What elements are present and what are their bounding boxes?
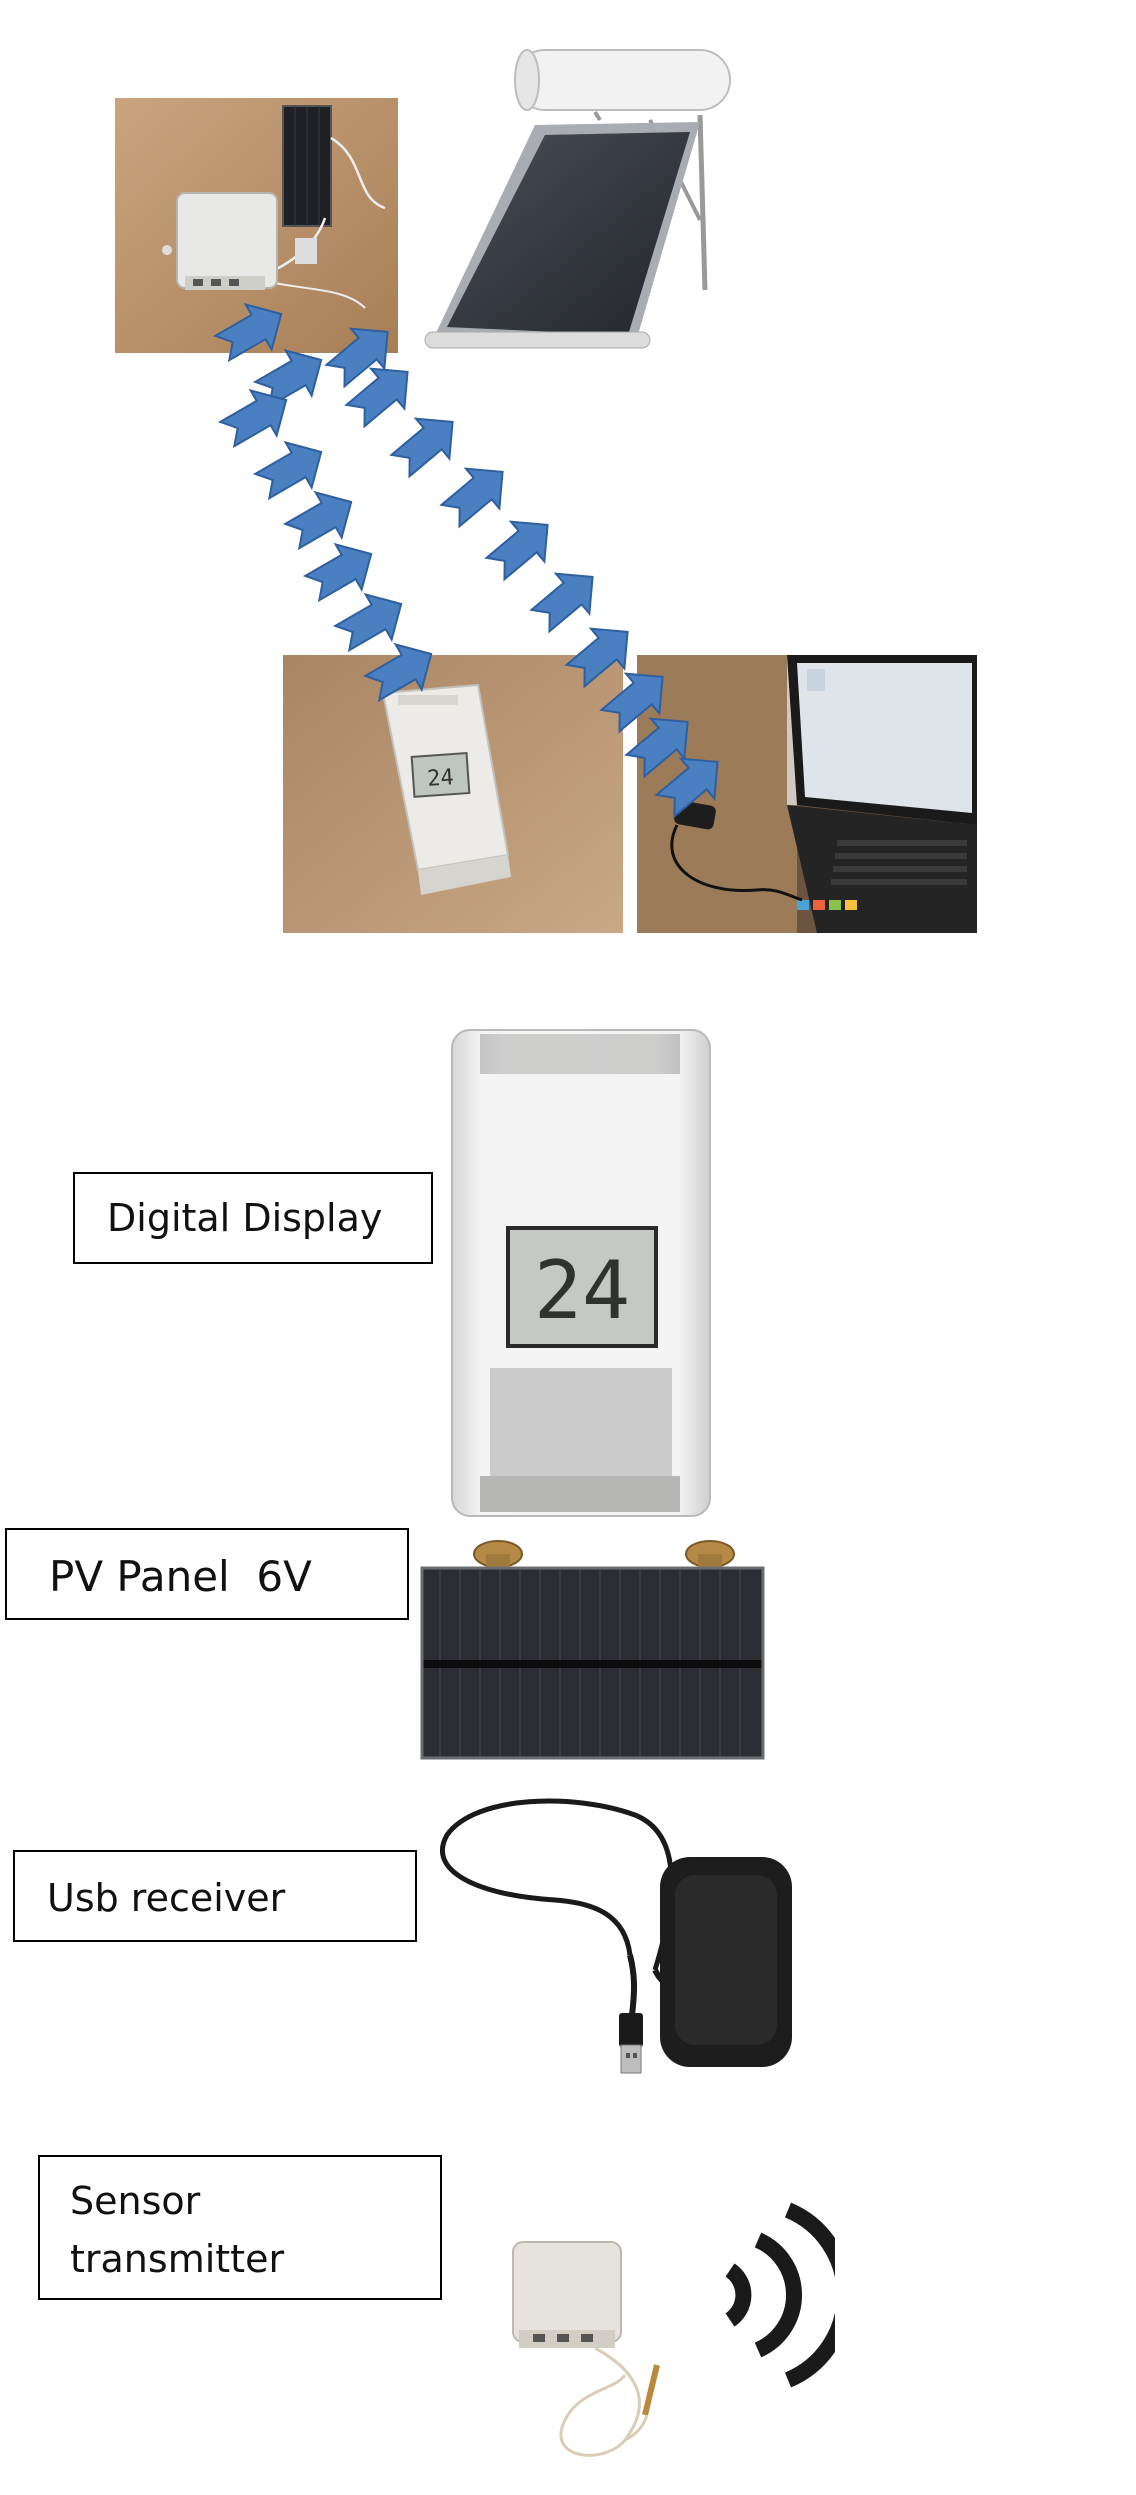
- sensor-text-line1: Sensor: [70, 2179, 201, 2223]
- usb-receiver-image: [435, 1775, 805, 2085]
- pv-panel-text: PV Panel 6V: [49, 1552, 312, 1601]
- display-reading: 24: [534, 1244, 630, 1337]
- display-photo: 24: [283, 655, 623, 933]
- sensor-transmitter-label: Sensor transmitter: [38, 2155, 442, 2300]
- wireless-arrow-icon: [208, 290, 736, 827]
- signal-waves-icon: [725, 2202, 835, 2388]
- wireless-arrows: [208, 290, 736, 827]
- usb-receiver-label: Usb receiver: [13, 1850, 417, 1942]
- sensor-pv-photo: [115, 98, 398, 353]
- pv-panel-image: [420, 1538, 765, 1760]
- laptop-photo: [637, 655, 977, 933]
- solar-water-heater: [395, 40, 740, 360]
- small-display-reading: 24: [426, 765, 454, 792]
- digital-display-label: Digital Display: [73, 1172, 433, 1264]
- digital-display-text: Digital Display: [107, 1196, 383, 1240]
- sensor-text-line2: transmitter: [70, 2237, 285, 2281]
- digital-display-device: 24: [450, 1028, 712, 1518]
- pv-panel-label: PV Panel 6V: [5, 1528, 409, 1620]
- usb-receiver-text: Usb receiver: [47, 1876, 286, 1920]
- sensor-transmitter-image: [505, 2200, 835, 2490]
